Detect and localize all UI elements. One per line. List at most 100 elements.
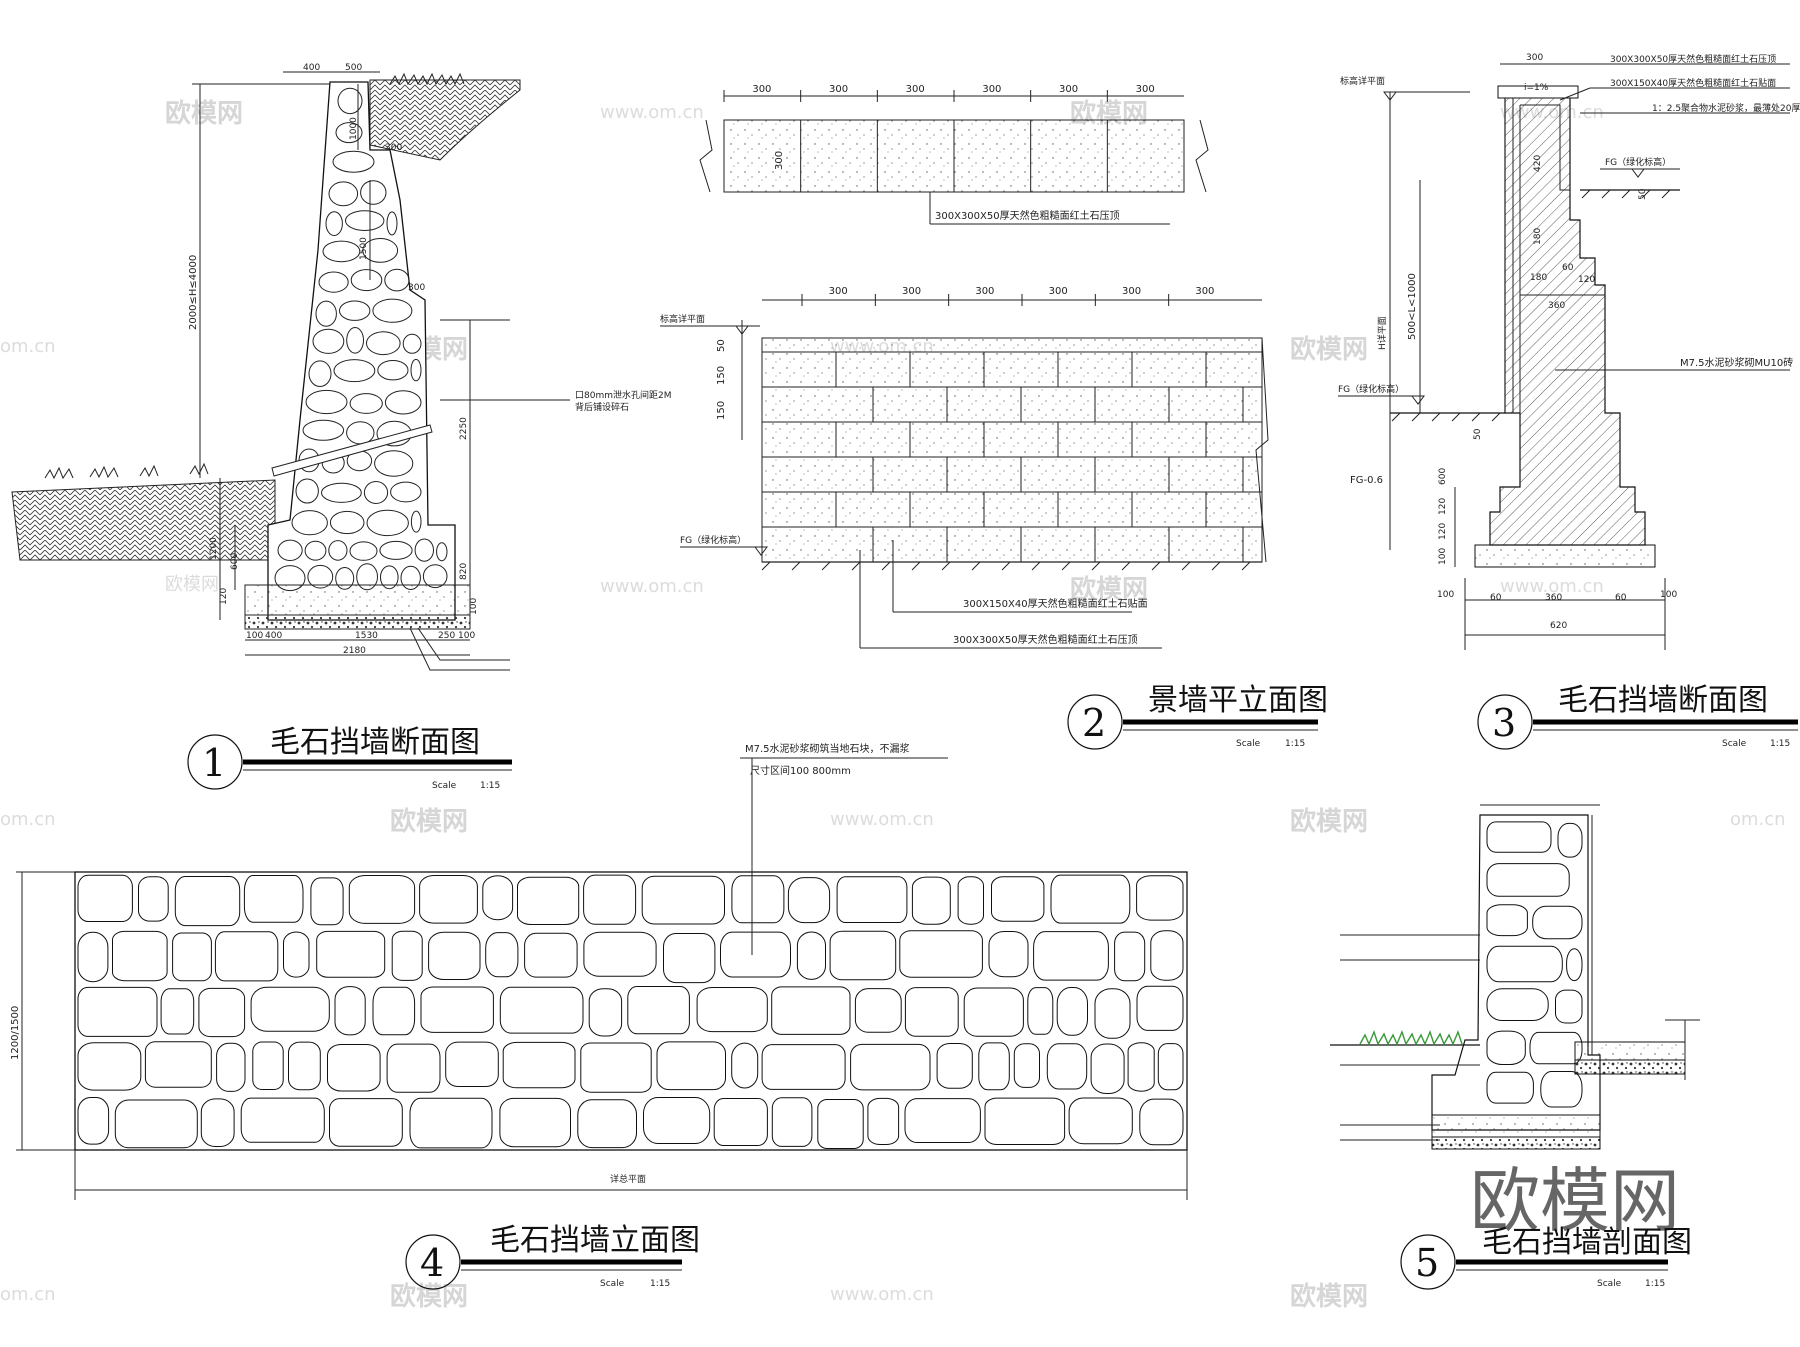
svg-text:2180: 2180 [343,646,366,656]
svg-text:2250: 2250 [459,417,469,440]
svg-text:1:15: 1:15 [480,781,500,791]
drain-pipe [271,424,433,477]
watermark-url: www.om.cn [600,576,704,597]
svg-text:1000: 1000 [349,117,359,140]
rubble-stone [288,1041,321,1091]
rubble-stone [731,875,785,924]
svg-text:Scale: Scale [1236,739,1261,749]
dimension-label: 300 [1195,286,1214,297]
rubble-stone [1540,1071,1583,1108]
svg-text:3: 3 [1492,701,1516,745]
rubble-stone [308,360,332,388]
svg-text:400: 400 [265,631,282,641]
rubble-stone [1139,1098,1184,1146]
rubble-stone [696,987,768,1033]
watermark-url: om.cn [1730,809,1786,830]
svg-text:Scale: Scale [1597,1279,1622,1289]
rubble-stone [796,931,827,980]
brick-wall-hatch [1489,89,1646,546]
svg-text:毛石挡墙断面图: 毛石挡墙断面图 [1558,683,1768,718]
rubble-stone [214,931,279,982]
rubble-stone [963,987,1024,1037]
svg-text:背后铺设碎石: 背后铺设碎石 [575,401,629,413]
rubble-stone [305,389,348,415]
svg-text:标高详平面: 标高详平面 [660,313,705,325]
rubble-stone [198,987,246,1038]
concrete-base [244,584,471,616]
svg-text:300: 300 [1526,53,1543,63]
rubble-stone [250,986,330,1032]
rubble-stone [936,1043,973,1089]
rubble-stone [328,540,348,561]
rubble-stone [911,876,951,925]
rubble-stone [577,1099,637,1149]
svg-text:300X300X50厚天然色粗糙面红土石压顶: 300X300X50厚天然色粗糙面红土石压顶 [935,209,1120,222]
rubble-stone [720,931,791,978]
svg-text:620: 620 [1550,621,1567,631]
rubble-stone [252,1041,284,1090]
rubble-stone [1557,822,1583,858]
rubble-stone [1027,987,1054,1035]
dimension-label: 300 [906,84,925,95]
rubble-stone [641,875,726,925]
rubble-stone [349,393,383,414]
rubble-stone [988,931,1029,978]
rubble-stone [1486,904,1528,937]
svg-text:标高详平面: 标高详平面 [1340,75,1385,87]
rubble-stone [328,181,359,207]
rubble-stone [1486,1071,1534,1104]
rubble-stone [339,300,371,321]
rubble-stone [771,986,851,1035]
svg-text:Scale: Scale [600,1279,625,1289]
rubble-stone [316,930,386,978]
watermark-url: om.cn [0,1284,56,1305]
svg-text:50: 50 [1638,188,1648,200]
rubble-stone [337,87,363,115]
grass-symbol [389,72,465,86]
svg-text:景墙平立面图: 景墙平立面图 [1148,683,1328,718]
rubble-stone [291,510,328,536]
watermark-url: www.om.cn [600,102,704,123]
brand-watermark: 欧模网 [1470,1160,1680,1242]
svg-text:600: 600 [1438,468,1448,485]
svg-text:H详平面: H详平面 [1376,316,1388,350]
rubble-stone [643,1097,711,1144]
svg-text:100: 100 [1438,548,1448,565]
rubble-stone [1094,988,1131,1039]
rubble-stone [787,877,831,924]
watermark-url: www.om.cn [1500,576,1604,597]
view-1-title: 1 毛石挡墙断面图 Scale 1:15 [187,725,512,791]
rubble-stone [1033,931,1109,981]
view-5-section [1330,804,1700,1150]
rubble-stone [957,876,984,925]
watermark: 欧模网 [1290,806,1368,837]
rubble-stone [360,180,387,205]
svg-text:尺寸区间100 800mm: 尺寸区间100 800mm [750,764,851,777]
rubble-stone [761,1044,846,1090]
rubble-stone [1486,863,1570,897]
rubble-stone [346,327,365,354]
svg-text:1：2.5聚合物水泥砂浆，最薄处20厚: 1：2.5聚合物水泥砂浆，最薄处20厚 [1652,102,1800,114]
svg-text:420: 420 [1533,155,1543,172]
svg-text:4: 4 [420,1241,444,1285]
svg-text:Scale: Scale [1722,739,1747,749]
dimension-label: 300 [829,84,848,95]
dimension-label: 300 [1136,84,1155,95]
rubble-stone [1486,988,1549,1021]
rubble-stone [243,875,304,923]
watermark-url: www.om.cn [830,809,934,830]
rubble-stone [1136,985,1184,1031]
rubble-stone [372,986,416,1036]
rubble-stone [345,210,385,232]
rubble-stone [1068,1097,1133,1145]
svg-text:500: 500 [345,63,362,73]
view-5-title: 5 毛石挡墙剖面图 Scale 1:15 [1400,1225,1692,1290]
rubble-stone [283,931,310,978]
svg-text:300X150X40厚天然色粗糙面红土石贴面: 300X150X40厚天然色粗糙面红土石贴面 [963,597,1148,610]
rubble-stone [409,1097,493,1149]
rubble-stone [524,932,578,978]
rubble-stone [377,360,409,381]
rubble-stone [144,1041,212,1088]
dimension-label: 300 [902,286,921,297]
